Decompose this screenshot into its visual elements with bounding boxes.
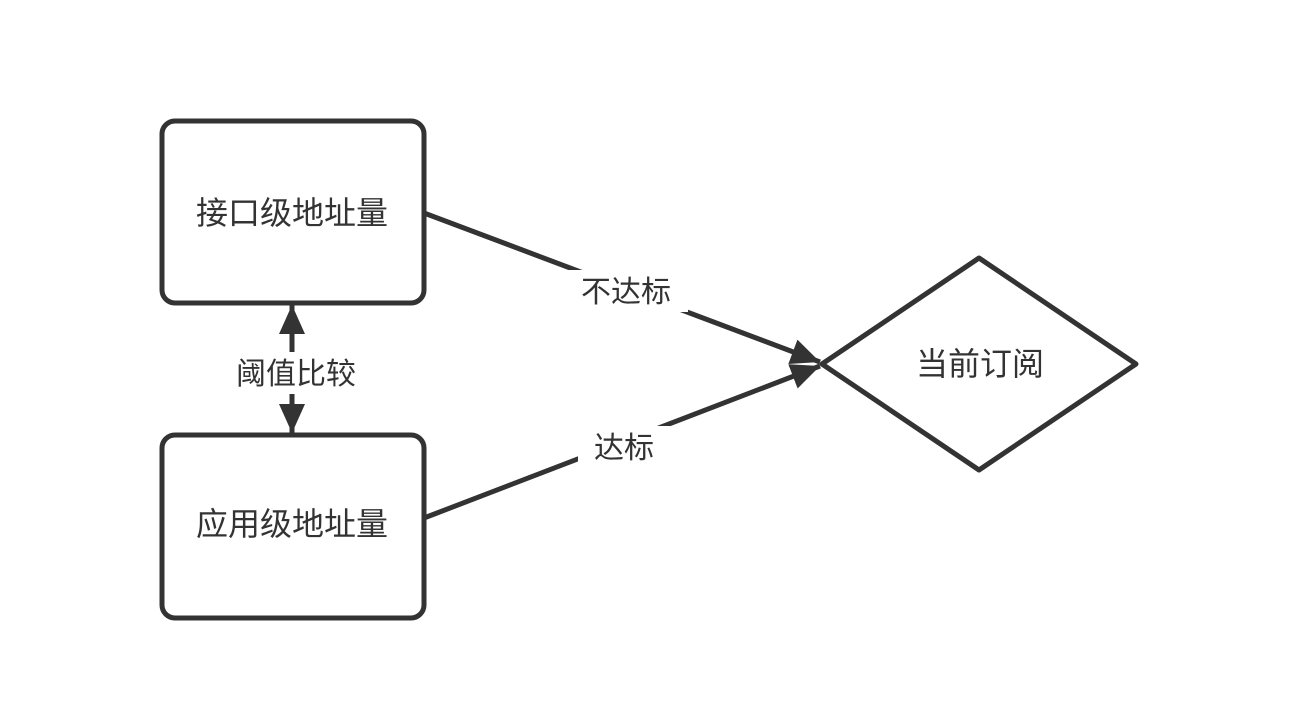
node-current-subscription: 当前订阅 — [819, 255, 1139, 473]
edge-label-met: 达标 — [594, 432, 654, 465]
edge-label-threshold-compare: 阈值比较 — [236, 358, 356, 391]
node-application-level-shape — [159, 432, 427, 621]
edge-label-bg-met — [578, 426, 670, 468]
node-interface-level: 接口级地址量 — [159, 118, 427, 306]
edge-label-bg-not-met — [564, 270, 688, 312]
node-application-level-label: 应用级地址量 — [196, 506, 388, 542]
node-interface-level-label: 接口级地址量 — [196, 195, 388, 231]
node-application-level: 应用级地址量 — [159, 432, 427, 621]
edge-label-bg-threshold — [220, 352, 372, 394]
edge-label-not-met: 不达标 — [581, 276, 671, 309]
node-current-subscription-shape — [819, 255, 1139, 473]
node-interface-level-shape — [159, 118, 427, 306]
node-current-subscription-label: 当前订阅 — [916, 346, 1044, 382]
